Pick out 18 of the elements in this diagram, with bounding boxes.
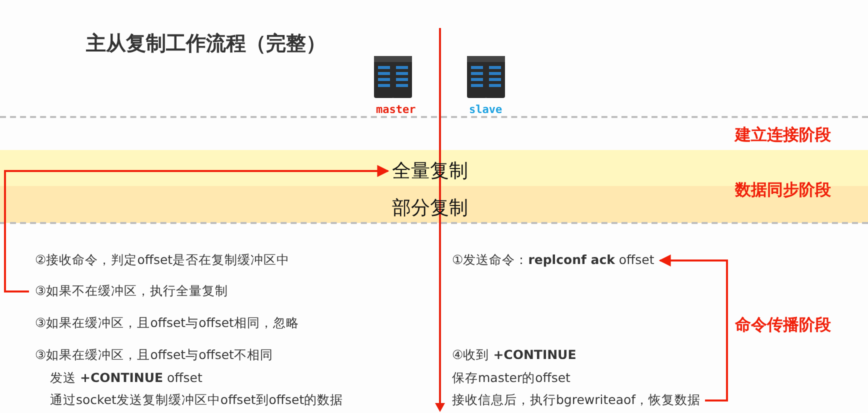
phase-label: 命令传播阶段 [735, 315, 831, 336]
server-label: master [376, 103, 416, 116]
phase-label: 数据同步阶段 [735, 180, 831, 201]
step-text: 接收信息后，执行bgrewriteaof，恢复数据 [452, 392, 701, 409]
step-text: 发送 +CONTINUE offset [50, 370, 202, 387]
diagram-title: 主从复制工作流程（完整） [86, 30, 326, 57]
step-text: ②接收命令，判定offset是否在复制缓冲区中 [35, 252, 290, 269]
phase-label: 建立连接阶段 [735, 125, 831, 146]
step-text: 通过socket发送复制缓冲区中offset到offset的数据 [50, 392, 344, 409]
step-text: ①发送命令：replconf ack offset [452, 252, 654, 269]
step-text: ③如果不在缓冲区，执行全量复制 [35, 283, 228, 300]
server-label: slave [469, 103, 502, 116]
step-text: ④收到 +CONTINUE [452, 347, 576, 364]
step-text: 保存master的offset [452, 370, 570, 387]
arrow [4, 165, 390, 292]
step-text: ③如果在缓冲区，且offset与offset不相同 [35, 347, 273, 364]
step-text: ③如果在缓冲区，且offset与offset相同，忽略 [35, 315, 299, 332]
arrow [658, 254, 728, 402]
